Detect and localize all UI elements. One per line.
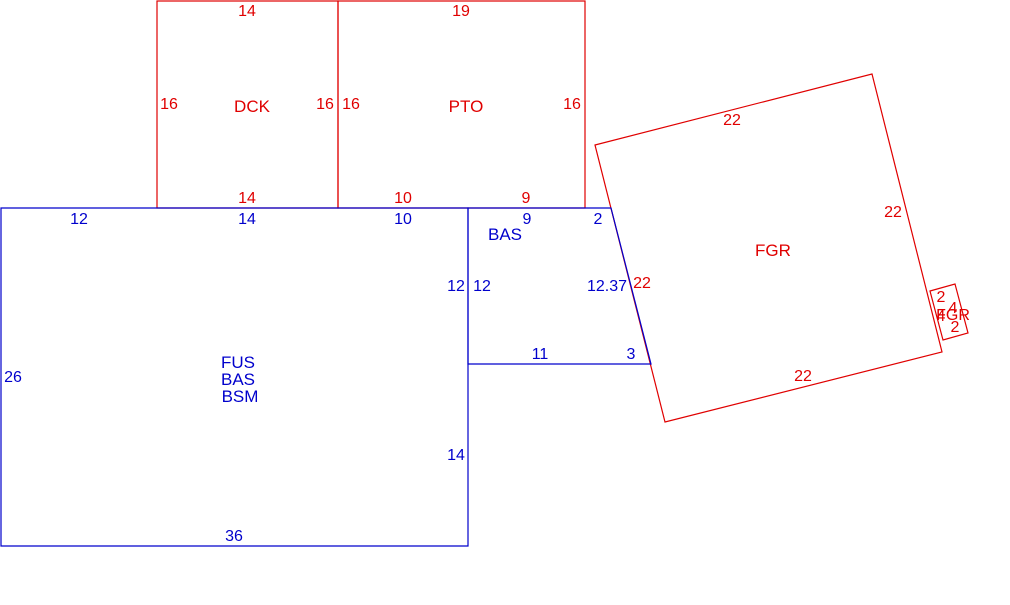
fgr-top-dimension: 22 — [723, 112, 741, 129]
bas-top-dimension-2: 2 — [594, 211, 603, 228]
fgr-small-left-dimension: 4 — [937, 308, 946, 325]
main-area-outline — [0, 207, 469, 547]
fgr-left-dimension: 22 — [633, 275, 651, 292]
pto-name-label: PTO — [449, 97, 484, 116]
fgr-large-area: FGR 22 22 22 22 — [633, 112, 902, 385]
bas-top-dimension-1: 9 — [523, 211, 532, 228]
bas-left-dimension: 12 — [473, 278, 491, 295]
bas-bottom-right-dimension: 3 — [627, 346, 636, 363]
main-right-upper-dimension: 12 — [447, 278, 465, 295]
bas-extension-outline — [467, 207, 652, 365]
pto-right-dimension: 16 — [563, 96, 581, 113]
dck-name-label: DCK — [234, 97, 271, 116]
main-name-line-1: FUS — [221, 353, 255, 372]
fgr-bottom-dimension: 22 — [794, 368, 812, 385]
bas-bottom-dimension: 11 — [532, 346, 549, 363]
main-name-line-3: BSM — [222, 387, 259, 406]
red-outlines — [156, 0, 969, 423]
main-top-dimension-3: 10 — [394, 211, 412, 228]
main-name-line-2: BAS — [221, 370, 255, 389]
fgr-small-outline — [929, 283, 969, 341]
bas-name-label: BAS — [488, 225, 522, 244]
fgr-name-label: FGR — [755, 241, 791, 260]
main-area: FUS BAS BSM 12 14 10 26 36 12 14 — [4, 211, 465, 545]
dck-top-dimension: 14 — [238, 3, 256, 20]
pto-left-dimension: 16 — [342, 96, 360, 113]
main-bottom-dimension: 36 — [225, 528, 243, 545]
fgr-small-top-dimension: 2 — [937, 289, 946, 306]
pto-area: PTO 19 10 9 16 16 — [342, 3, 581, 207]
pto-top-dimension: 19 — [452, 3, 470, 20]
main-top-dimension-2: 14 — [238, 211, 256, 228]
dck-right-dimension: 16 — [316, 96, 334, 113]
pto-bottom-right-dimension: 9 — [522, 190, 531, 207]
dck-left-dimension: 16 — [160, 96, 178, 113]
main-left-dimension: 26 — [4, 369, 22, 386]
fgr-right-dimension: 22 — [884, 204, 902, 221]
dck-bottom-dimension: 14 — [238, 190, 256, 207]
blue-outlines — [0, 207, 652, 547]
fgr-small-area: 2 4 2 4 FGR — [936, 289, 970, 336]
dck-area: DCK 14 14 16 16 — [160, 3, 334, 207]
main-right-lower-dimension: 14 — [447, 447, 465, 464]
bas-extension-area: BAS 9 2 12 12.37 11 3 — [473, 211, 635, 363]
fgr-small-name-label: FGR — [936, 307, 970, 324]
fgr-small-bottom-dimension: 2 — [951, 319, 960, 336]
main-top-dimension-1: 12 — [70, 211, 88, 228]
pto-bottom-left-dimension: 10 — [394, 190, 412, 207]
bas-diagonal-dimension: 12.37 — [587, 278, 627, 295]
fgr-small-right-dimension: 4 — [949, 300, 958, 317]
